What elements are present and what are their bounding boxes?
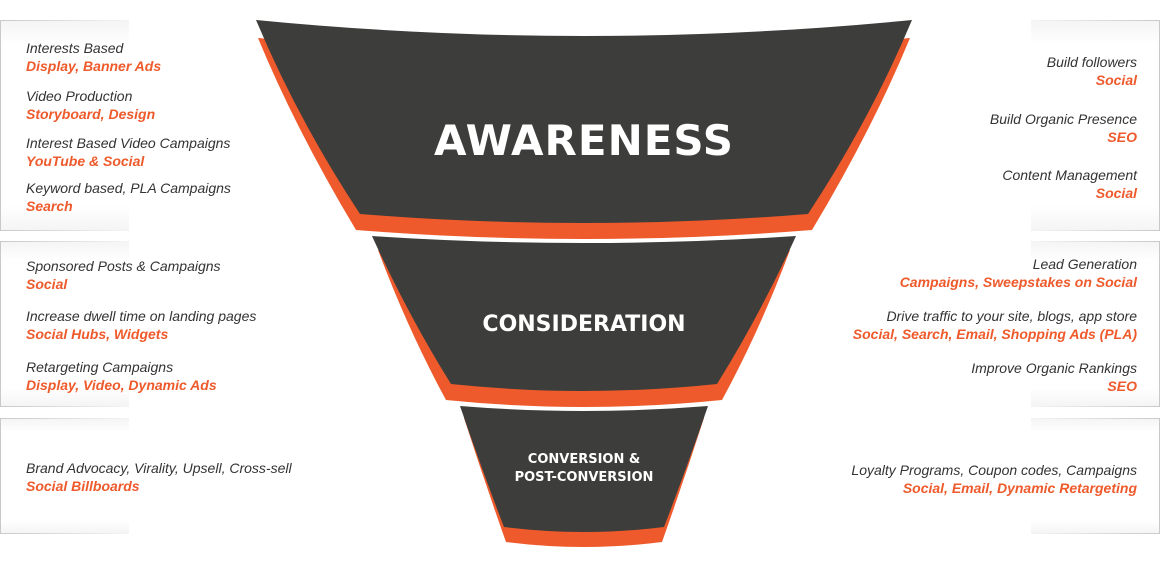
stage-awareness-label: AWARENESS	[433, 116, 735, 165]
right-panel-consideration	[1031, 241, 1160, 407]
item-description: Increase dwell time on landing pages	[26, 308, 257, 324]
left-conversion-item: Brand Advocacy, Virality, Upsell, Cross-…	[26, 459, 292, 495]
item-channel: Campaigns, Sweepstakes on Social	[899, 274, 1137, 290]
left-awareness-item: Video Production Storyboard, Design	[26, 87, 155, 123]
left-consideration-item: Increase dwell time on landing pages Soc…	[26, 307, 256, 343]
left-awareness-item: Interests Based Display, Banner Ads	[26, 39, 161, 75]
left-panel-awareness	[0, 20, 129, 231]
item-channel: Display, Video, Dynamic Ads	[26, 377, 217, 393]
item-channel: SEO	[1107, 378, 1137, 394]
item-channel: Social	[1095, 72, 1137, 88]
right-consideration-item: Improve Organic Rankings SEO	[971, 359, 1137, 395]
item-channel: Search	[26, 198, 73, 214]
stage-conversion-label-line1: CONVERSION &	[527, 452, 641, 467]
left-panel-conversion	[0, 418, 129, 534]
item-description: Content Management	[1002, 167, 1137, 183]
item-channel: Social	[26, 276, 68, 292]
stage-consideration-label: CONSIDERATION	[482, 312, 686, 337]
item-description: Video Production	[26, 88, 133, 104]
item-description: Sponsored Posts & Campaigns	[26, 258, 221, 274]
right-awareness-item: Build Organic Presence SEO	[990, 110, 1137, 146]
item-channel: YouTube & Social	[26, 153, 145, 169]
item-channel: Social Billboards	[26, 478, 140, 494]
left-awareness-item: Keyword based, PLA Campaigns Search	[26, 179, 231, 215]
left-consideration-item: Retargeting Campaigns Display, Video, Dy…	[26, 358, 217, 394]
awareness-segment	[256, 20, 912, 223]
item-description: Retargeting Campaigns	[26, 359, 174, 375]
item-description: Build followers	[1046, 54, 1137, 70]
item-channel: Social Hubs, Widgets	[26, 326, 169, 342]
item-description: Loyalty Programs, Coupon codes, Campaign…	[851, 462, 1137, 478]
item-channel: Display, Banner Ads	[26, 58, 162, 74]
left-consideration-item: Sponsored Posts & Campaigns Social	[26, 257, 221, 293]
right-awareness-item: Content Management Social	[1002, 166, 1137, 202]
item-channel: Social, Search, Email, Shopping Ads (PLA…	[852, 326, 1137, 342]
item-channel: Storyboard, Design	[26, 106, 156, 122]
item-description: Lead Generation	[1032, 256, 1137, 272]
right-awareness-item: Build followers Social	[1047, 53, 1137, 89]
right-panel-awareness	[1031, 20, 1160, 231]
right-consideration-item: Drive traffic to your site, blogs, app s…	[853, 307, 1137, 343]
consideration-segment	[372, 236, 796, 391]
item-description: Keyword based, PLA Campaigns	[26, 180, 231, 196]
item-channel: Social	[1095, 185, 1137, 201]
item-description: Interest Based Video Campaigns	[26, 135, 231, 151]
item-channel: Social, Email, Dynamic Retargeting	[902, 480, 1137, 496]
item-description: Drive traffic to your site, blogs, app s…	[886, 308, 1137, 324]
right-consideration-item: Lead Generation Campaigns, Sweepstakes o…	[900, 255, 1137, 291]
item-description: Interests Based	[26, 40, 124, 56]
item-channel: SEO	[1107, 129, 1137, 145]
item-description: Build Organic Presence	[989, 111, 1137, 127]
conversion-segment	[460, 406, 708, 532]
left-panel-consideration	[0, 241, 129, 407]
right-conversion-item: Loyalty Programs, Coupon codes, Campaign…	[851, 461, 1137, 497]
item-description: Brand Advocacy, Virality, Upsell, Cross-…	[26, 460, 292, 476]
item-description: Improve Organic Rankings	[971, 360, 1137, 376]
left-awareness-item: Interest Based Video Campaigns YouTube &…	[26, 134, 230, 170]
stage-conversion-label-line2: POST-CONVERSION	[514, 470, 654, 485]
